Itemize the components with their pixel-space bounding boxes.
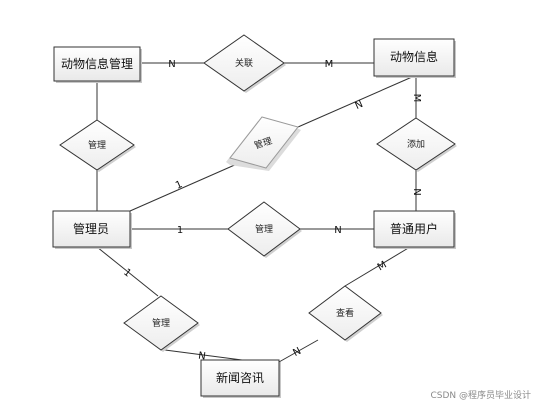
- line-admin-manage-news: [96, 246, 159, 297]
- csdn-watermark: CSDN @程序员毕业设计: [430, 389, 531, 401]
- relation-view: 查看: [308, 285, 383, 342]
- entity-animal-info-mgmt: 动物信息管理: [53, 46, 142, 83]
- relation-label: 管理: [152, 317, 170, 329]
- card-view-news: N: [291, 346, 303, 359]
- card-admin-user-admin-side: 1: [177, 225, 183, 236]
- entity-animal-info: 动物信息: [373, 38, 456, 78]
- entity-news: 新闻咨讯: [200, 359, 281, 398]
- entity-label: 普通用户: [390, 221, 438, 236]
- line-manage-animal: [297, 76, 413, 128]
- line-user-view: [344, 246, 411, 287]
- line-manage-news: [164, 349, 243, 361]
- relation-label: 关联: [235, 57, 253, 69]
- relation-admin-manage-animal: 管理: [226, 116, 301, 171]
- entity-label: 管理员: [73, 221, 109, 236]
- relation-label: 添加: [407, 139, 425, 150]
- card-mgmt-associate: N: [168, 59, 175, 70]
- card-admin-news-news-side: N: [197, 351, 206, 363]
- card-associate-animal: M: [325, 59, 334, 70]
- relation-admin-manage-user: 管理: [227, 201, 302, 258]
- card-admin-animal-animal-side: N: [354, 99, 365, 112]
- entity-user: 普通用户: [373, 210, 456, 249]
- relation-admin-manage-news: 管理: [123, 295, 200, 352]
- line-admin-manage-animal: [129, 159, 247, 212]
- card-admin-animal-admin-side: 1: [174, 179, 184, 192]
- card-admin-news-admin-side: 1: [121, 267, 133, 280]
- cardinality-labels: N M 1 N M N 1 N 1 N M N: [121, 59, 422, 362]
- relation-label: 管理: [255, 223, 273, 235]
- connector-lines: [96, 62, 417, 363]
- relation-label: 管理: [88, 139, 106, 151]
- relation-associate: 关联: [203, 34, 286, 93]
- entity-label: 新闻咨讯: [216, 370, 264, 385]
- relation-add: 添加: [376, 117, 457, 172]
- line-view-news: [278, 339, 319, 363]
- card-add-user: N: [411, 188, 422, 195]
- entity-label: 动物信息: [390, 49, 438, 64]
- entity-admin: 管理员: [52, 210, 132, 249]
- relation-label: 查看: [336, 307, 354, 319]
- entity-label: 动物信息管理: [61, 56, 133, 71]
- card-admin-user-user-side: N: [334, 225, 341, 236]
- relation-admin-manage-mgmt: 管理: [59, 119, 136, 172]
- card-user-view: M: [376, 260, 389, 274]
- card-animal-add: M: [411, 94, 422, 103]
